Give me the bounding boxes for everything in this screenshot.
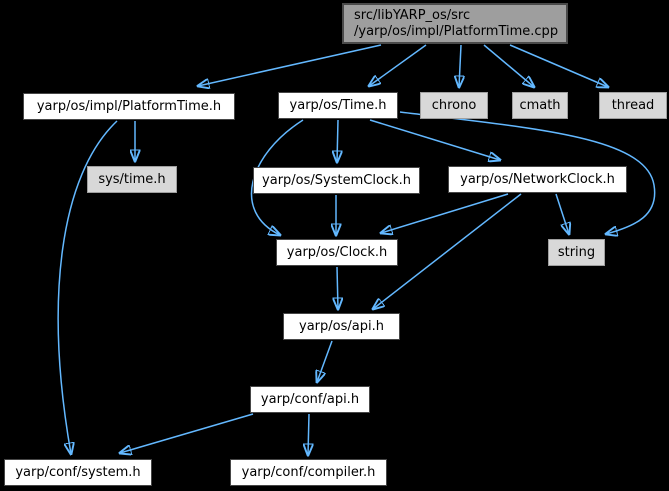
edge-time-h-to-networkclock-h xyxy=(369,119,500,160)
edge-networkclock-h-to-clock-h xyxy=(381,193,509,233)
edge-os-api-h-to-conf-api-h xyxy=(317,340,333,382)
node-platformtime-cpp: src/libYARP_os/src /yarp/os/impl/Platfor… xyxy=(342,3,568,44)
edge-cpp-to-chrono xyxy=(459,44,461,87)
edge-platformtime-h-to-conf-system-h xyxy=(57,120,118,454)
node-clock-h[interactable]: yarp/os/Clock.h xyxy=(276,239,398,266)
edge-time-h-to-string xyxy=(399,111,656,234)
node-networkclock-h[interactable]: yarp/os/NetworkClock.h xyxy=(448,166,627,193)
node-os-api-h[interactable]: yarp/os/api.h xyxy=(283,313,400,340)
node-platformtime-cpp-line2: /yarp/os/impl/PlatformTime.cpp xyxy=(354,23,559,39)
node-conf-api-h[interactable]: yarp/conf/api.h xyxy=(250,386,370,413)
node-systemclock-h[interactable]: yarp/os/SystemClock.h xyxy=(253,167,420,194)
edge-conf-api-h-to-conf-compiler-h xyxy=(308,413,309,455)
node-sys-time-h: sys/time.h xyxy=(87,166,177,193)
node-chrono: chrono xyxy=(420,92,488,119)
edge-clock-h-to-os-api-h xyxy=(337,266,338,309)
edge-cpp-to-platformtime-h xyxy=(198,44,382,86)
edge-cpp-to-cmath xyxy=(483,44,534,87)
node-string: string xyxy=(548,239,605,266)
edge-cpp-to-time-h xyxy=(369,44,427,86)
node-platformtime-cpp-line1: src/libYARP_os/src xyxy=(354,7,471,23)
edge-cpp-to-thread xyxy=(509,44,608,87)
edge-networkclock-h-to-string xyxy=(555,193,569,234)
node-conf-compiler-h[interactable]: yarp/conf/compiler.h xyxy=(230,459,387,486)
edge-conf-api-h-to-conf-system-h xyxy=(120,413,254,453)
node-thread: thread xyxy=(599,92,667,119)
edge-time-h-to-clock-h xyxy=(250,119,304,235)
edge-networkclock-h-to-os-api-h xyxy=(373,193,522,309)
node-time-h[interactable]: yarp/os/Time.h xyxy=(278,92,398,119)
edge-time-h-to-systemclock-h xyxy=(337,119,338,162)
node-cmath: cmath xyxy=(512,92,568,119)
node-conf-system-h[interactable]: yarp/conf/system.h xyxy=(4,459,152,486)
node-platformtime-h[interactable]: yarp/os/impl/PlatformTime.h xyxy=(23,93,235,120)
